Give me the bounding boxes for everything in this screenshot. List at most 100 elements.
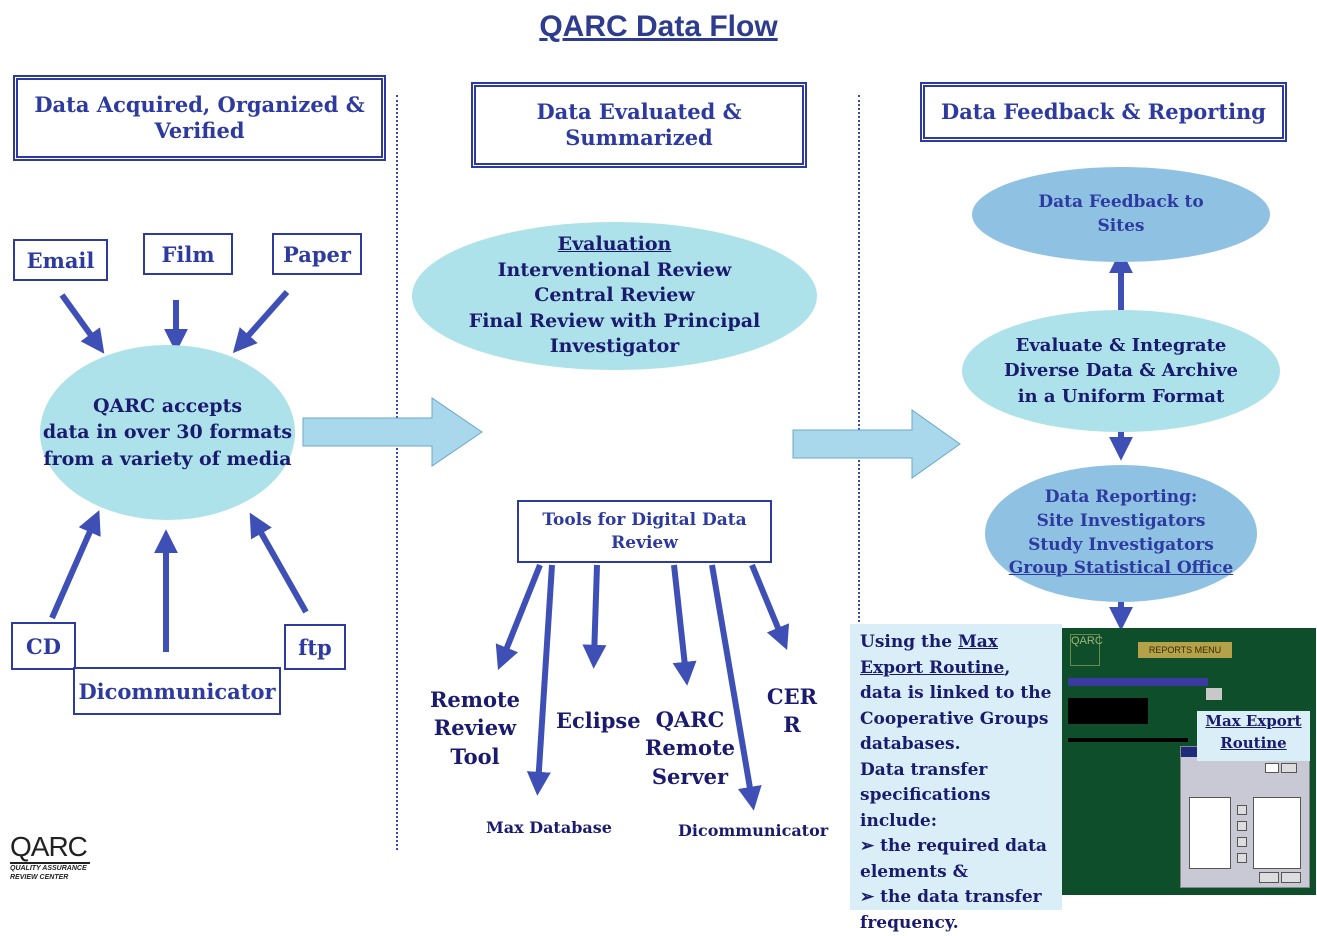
integrate-oval: Evaluate & Integrate Diverse Data & Arch…	[962, 310, 1280, 432]
evaluation-oval: Evaluation Interventional Review Central…	[412, 222, 817, 370]
screenshot-blue-bar	[1068, 678, 1208, 686]
screenshot-button	[1206, 688, 1222, 700]
screenshot-black-panel	[1068, 698, 1148, 724]
source-dicommunicator: Dicommunicator	[73, 667, 281, 715]
arrow-ftp	[249, 512, 309, 614]
qarc-logo-rule	[10, 862, 90, 864]
reporting-line-3: Study Investigators	[1028, 534, 1214, 555]
accepts-line-3: from a variety of media	[43, 447, 292, 470]
block-arrow-left	[302, 397, 483, 467]
source-cd-label: CD	[26, 633, 61, 659]
max-export-intro-pre: Using the	[860, 632, 958, 652]
qarc-logo-tagline-1: QUALITY ASSURANCE	[10, 865, 87, 872]
integrate-line-1: Evaluate & Integrate	[1015, 335, 1227, 357]
evaluation-item-1: Interventional Review	[497, 258, 732, 281]
source-paper-label: Paper	[283, 241, 351, 267]
tool-qarc-remote-line-2: Remote	[644, 735, 736, 761]
header-data-acquired-label: Data Acquired, Organized & Verified	[34, 91, 365, 143]
screenshot-dialog-field	[1265, 763, 1279, 773]
arrow-email	[59, 293, 105, 354]
header-data-evaluated-label: Data Evaluated & Summarized	[536, 98, 742, 150]
max-export-callout-line-2: Routine	[1220, 733, 1287, 752]
reporting-line-2: Site Investigators	[1036, 510, 1206, 531]
max-export-callout: Max Export Routine	[1197, 711, 1310, 761]
arrow-cd	[49, 510, 101, 620]
reporting-line-4: Group Statistical Office	[1008, 558, 1234, 579]
reporting-line-1: Data Reporting:	[1044, 486, 1198, 507]
source-paper: Paper	[272, 233, 362, 275]
qarc-logo-name: QARC	[10, 831, 88, 862]
accepts-line-1: QARC accepts	[92, 394, 243, 417]
block-arrow-right	[792, 409, 961, 479]
header-data-acquired: Data Acquired, Organized & Verified	[13, 75, 386, 161]
screenshot-dialog-btn-4	[1237, 853, 1247, 863]
header-data-feedback-label: Data Feedback & Reporting	[940, 98, 1266, 124]
tool-remote-review: Remote Review Tool	[420, 686, 530, 771]
max-export-link: Max Export Routine	[860, 632, 1005, 678]
max-export-intro: Using the Max Export Routine, data is li…	[860, 630, 1052, 758]
evaluation-item-3: Final Review with Principal Investigator	[468, 309, 761, 358]
screenshot-dialog-cancel	[1259, 872, 1279, 883]
arrow-eclipse	[582, 564, 607, 669]
arrow-paper	[232, 290, 290, 354]
arrow-qarc-remote	[671, 564, 697, 686]
tool-qarc-remote-line-3: Server	[651, 763, 729, 789]
tool-eclipse: Eclipse	[556, 708, 641, 733]
source-ftp-label: ftp	[298, 634, 332, 660]
tool-remote-review-line-3: Tool	[450, 743, 500, 769]
qarc-logo-tagline-2: REVIEW CENTER	[10, 874, 69, 881]
evaluation-heading: Evaluation	[557, 232, 672, 255]
source-cd: CD	[11, 622, 76, 670]
feedback-sites-oval: Data Feedback to Sites	[972, 167, 1270, 262]
tool-qarc-remote-line-1: QARC	[655, 707, 725, 732]
max-export-intro-post: , data is linked to the Cooperative Grou…	[860, 657, 1052, 755]
page-title: QARC Data Flow	[539, 10, 778, 43]
screenshot-dialog-btn-3	[1237, 837, 1247, 847]
screenshot-dialog-list-left	[1189, 797, 1231, 869]
feedback-sites-line-2: Sites	[1097, 215, 1145, 236]
max-export-spec: Data transfer specifications include:	[860, 759, 991, 831]
tool-max-database: Max Database	[486, 818, 612, 837]
screenshot-dialog-go	[1281, 763, 1297, 773]
feedback-sites-line-1: Data Feedback to	[1038, 191, 1204, 212]
tool-remote-review-line-1: Remote	[429, 687, 521, 712]
screenshot-black-bar	[1068, 738, 1188, 742]
source-film: Film	[143, 233, 233, 275]
max-export-callout-line-1: Max Export	[1205, 712, 1302, 730]
tool-cerr: CER R	[752, 683, 832, 740]
tool-dicommunicator: Dicommunicator	[678, 821, 829, 840]
screenshot-dialog-btn-2	[1237, 821, 1247, 831]
qarc-logo: QARC QUALITY ASSURANCE REVIEW CENTER	[10, 832, 120, 892]
source-email: Email	[13, 239, 108, 281]
max-export-screenshot: QARC REPORTS MENU	[1058, 628, 1316, 895]
source-film-label: Film	[161, 241, 215, 267]
tool-cerr-line-1: CER	[766, 684, 818, 709]
screenshot-menu-label: REPORTS MENU	[1138, 642, 1232, 658]
header-data-feedback: Data Feedback & Reporting	[920, 82, 1287, 142]
integrate-line-2: Diverse Data & Archive	[1004, 360, 1238, 382]
screenshot-dialog-btn-1	[1237, 805, 1247, 815]
max-export-info: Using the Max Export Routine, data is li…	[850, 624, 1062, 933]
header-data-evaluated: Data Evaluated & Summarized	[471, 82, 807, 168]
screenshot-dialog	[1180, 746, 1310, 888]
column-divider-right	[858, 95, 860, 850]
arrow-cerr	[749, 563, 790, 650]
tool-cerr-line-2: R	[783, 712, 801, 738]
integrate-line-3: in a Uniform Format	[1017, 385, 1225, 407]
evaluation-item-2: Central Review	[534, 284, 695, 307]
screenshot-dialog-export	[1281, 872, 1301, 883]
source-email-label: Email	[26, 247, 95, 273]
arrow-remote-review	[495, 563, 543, 671]
tools-box-label: Tools for Digital Data Review	[542, 509, 747, 553]
accepts-line-2: data in over 30 formats	[42, 421, 293, 444]
flow-arrows	[49, 249, 1133, 811]
max-export-bullet-1: ➢ the required data elements &	[860, 836, 1047, 882]
arrow-max-database	[526, 564, 555, 796]
screenshot-logo: QARC	[1070, 634, 1103, 666]
tool-remote-review-line-2: Review	[433, 715, 517, 741]
source-dicommunicator-label: Dicommunicator	[78, 678, 276, 704]
tools-box: Tools for Digital Data Review	[517, 500, 772, 563]
screenshot-dialog-list-right	[1253, 797, 1301, 869]
tool-qarc-remote: QARC Remote Server	[640, 706, 740, 791]
source-ftp: ftp	[284, 624, 346, 670]
